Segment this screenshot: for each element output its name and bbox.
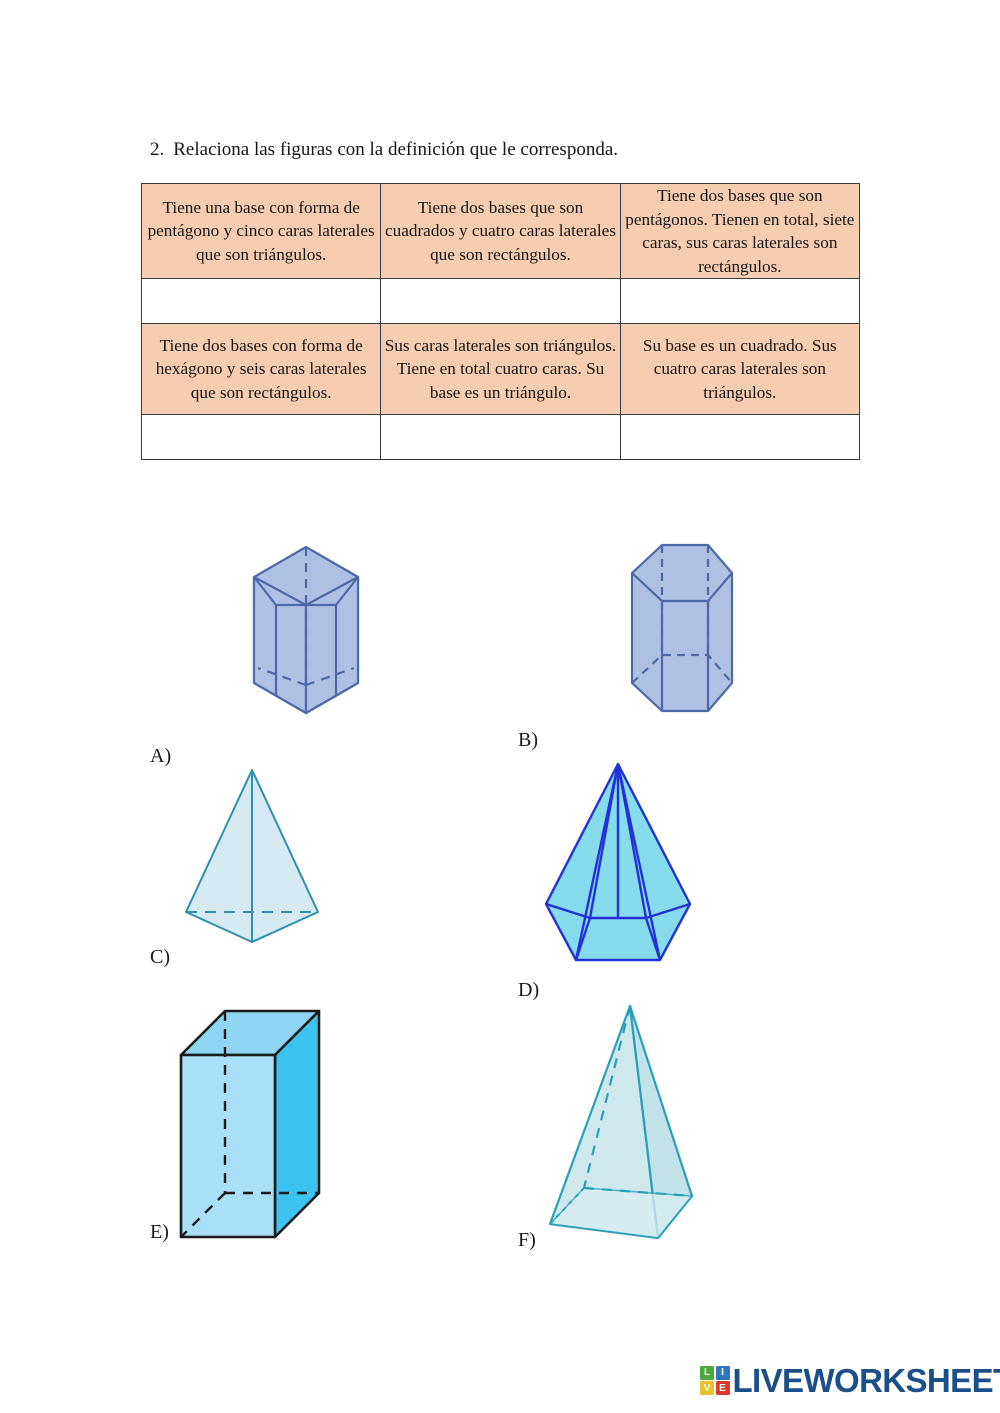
figure-label-a: A)	[150, 745, 172, 767]
figure-label-e: E)	[150, 1221, 169, 1243]
answer-row-1	[140, 278, 861, 324]
definition-cell-5: Sus caras laterales son triángulos. Tien…	[380, 323, 621, 415]
answer-cell-4[interactable]	[140, 414, 382, 460]
figure-c-triangular-pyramid	[180, 762, 325, 957]
figure-label-b: B)	[518, 729, 538, 751]
definition-cell-3: Tiene dos bases que son pentágonos. Tien…	[619, 183, 861, 279]
figure-d-pentagonal-pyramid	[538, 758, 698, 975]
answer-cell-5[interactable]	[380, 414, 621, 460]
live-tiles-icon: L I V E	[700, 1365, 730, 1396]
liveworksheets-wordmark: LIVEWORKSHEETS	[732, 1362, 1000, 1399]
answer-cell-3[interactable]	[619, 278, 861, 324]
live-tile-e: E	[715, 1381, 730, 1396]
live-tile-i: I	[715, 1365, 730, 1380]
definition-cell-2: Tiene dos bases que son cuadrados y cuat…	[380, 183, 621, 279]
figure-label-c: C)	[150, 946, 170, 968]
definition-row-1: Tiene una base con forma de pentágono y …	[140, 183, 861, 279]
question-number: 2.	[150, 139, 165, 160]
definition-row-2: Tiene dos bases con forma de hexágono y …	[140, 323, 861, 415]
definition-cell-4: Tiene dos bases con forma de hexágono y …	[140, 323, 382, 415]
definition-cell-1: Tiene una base con forma de pentágono y …	[140, 183, 382, 279]
figure-f-square-pyramid	[540, 1000, 700, 1255]
question-heading: 2. Relaciona las figuras con la definició…	[150, 138, 618, 162]
live-tile-v: V	[700, 1381, 714, 1396]
figure-a-pentagonal-prism	[236, 535, 376, 730]
definition-cell-6: Su base es un cuadrado. Sus cuatro caras…	[619, 323, 861, 415]
liveworksheets-watermark: L I V E LIVEWORKSHEETS	[700, 1364, 1000, 1397]
live-tile-l: L	[700, 1365, 714, 1380]
figure-label-d: D)	[518, 979, 540, 1001]
answer-row-2	[140, 414, 861, 460]
matching-table: Tiene una base con forma de pentágono y …	[140, 183, 861, 460]
answer-cell-6[interactable]	[619, 414, 861, 460]
figure-b-hexagonal-prism	[620, 533, 740, 728]
figure-label-f: F)	[518, 1229, 536, 1251]
question-text: Relaciona las figuras con la definición …	[173, 139, 618, 160]
answer-cell-2[interactable]	[380, 278, 621, 324]
answer-cell-1[interactable]	[140, 278, 382, 324]
figure-e-rectangular-prism	[177, 1003, 327, 1253]
